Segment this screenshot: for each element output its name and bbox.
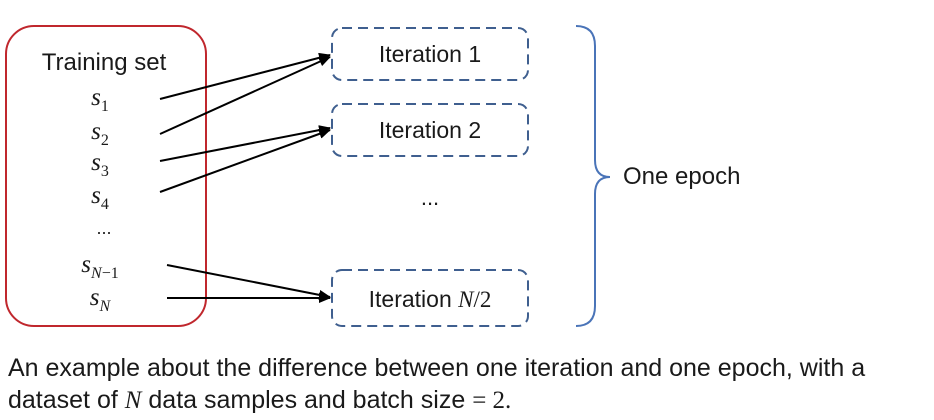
- caption-equation: = 2.: [472, 387, 512, 414]
- caption-line-2: dataset of N data samples and batch size…: [8, 384, 928, 417]
- iteration-2-label: Iteration 2: [379, 117, 481, 143]
- iteration-2-box: [331, 103, 529, 157]
- sample-label: sN−1: [81, 251, 118, 282]
- sample-label: s3: [91, 149, 109, 180]
- iteration-1-label: Iteration 1: [379, 41, 481, 67]
- sample-label: s2: [91, 118, 109, 149]
- sample-ellipsis: ...: [96, 218, 111, 238]
- iteration-ellipsis: ...: [421, 185, 439, 210]
- caption-line-1: An example about the difference between …: [8, 354, 866, 382]
- iteration-last-box: [331, 269, 529, 327]
- caption-var-n: N: [124, 387, 142, 414]
- sample-label: s4: [91, 182, 109, 213]
- sample-label: s1: [91, 84, 109, 115]
- sample-label: sN: [90, 284, 112, 315]
- arrow-s3-iter2: [159, 125, 331, 162]
- iteration-last-label: Iteration N/2: [369, 286, 492, 312]
- arrow-sn1-iterlast: [166, 264, 331, 300]
- epoch-label: One epoch: [623, 163, 740, 190]
- caption-text-b: data samples and batch size: [141, 386, 473, 414]
- training-set-title: Training set: [42, 49, 167, 76]
- epoch-brace: [575, 25, 611, 327]
- caption-text-a: dataset of: [8, 386, 125, 414]
- iteration-1-box: [331, 27, 529, 81]
- arrow-s1-iter1: [159, 52, 331, 100]
- arrow-s2-iter1: [159, 56, 331, 135]
- arrow-s4-iter2: [159, 129, 331, 193]
- figure-caption: An example about the difference between …: [8, 352, 928, 417]
